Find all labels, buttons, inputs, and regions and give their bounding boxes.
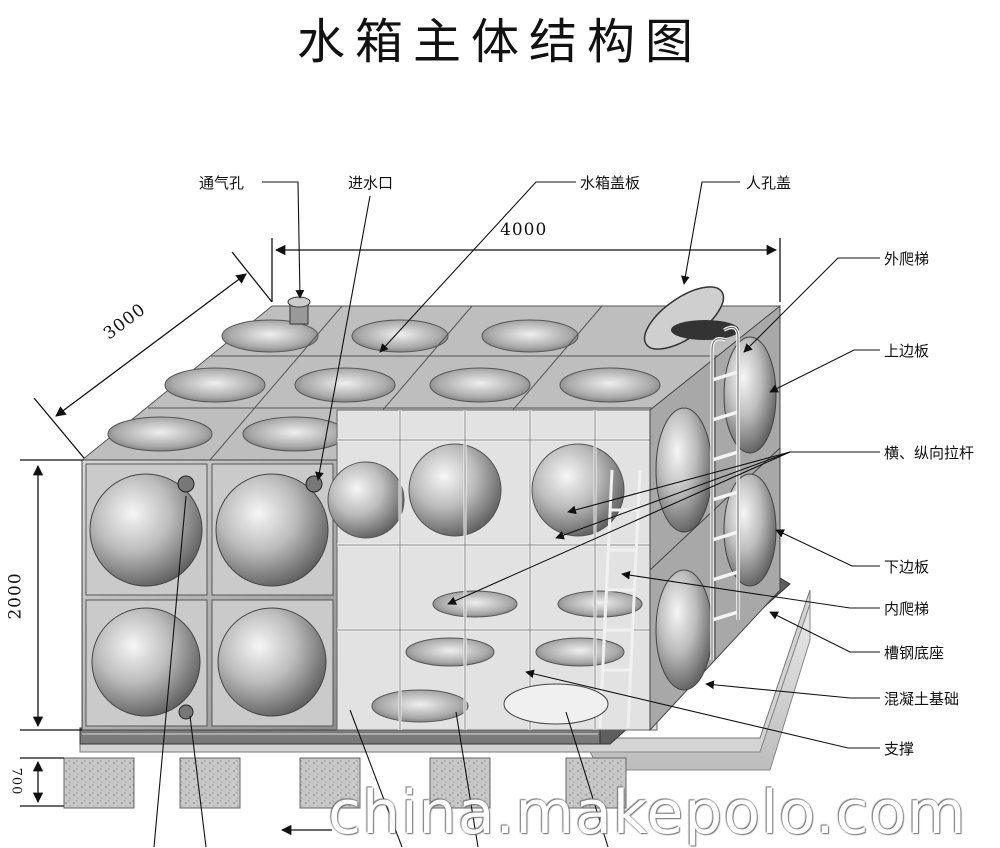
label-concrete-foundation: 混凝土基础 — [884, 690, 960, 708]
label-channel-steel-base: 槽钢底座 — [884, 644, 945, 662]
label-vent-hole: 通气孔 — [199, 174, 245, 192]
label-inner-ladder: 内爬梯 — [884, 600, 930, 618]
diagram-title: 水箱主体结构图 — [296, 14, 703, 70]
dimension-length: 4000 — [500, 220, 548, 240]
label-lower-panel: 下边板 — [884, 558, 930, 576]
label-support: 支撑 — [884, 740, 915, 758]
label-manhole-cover: 人孔盖 — [746, 174, 792, 192]
label-outer-ladder: 外爬梯 — [884, 250, 930, 268]
front-wall-panels — [81, 459, 338, 731]
concrete-foundation — [63, 589, 811, 809]
tank-interior-cutaway — [327, 409, 658, 731]
label-upper-panel: 上边板 — [884, 342, 930, 360]
label-tie-rods: 横、纵向拉杆 — [884, 444, 975, 462]
label-tank-cover: 水箱盖板 — [580, 174, 641, 192]
watermark: china.makepolo.com — [328, 778, 967, 848]
dimension-base-height: 700 — [8, 767, 24, 796]
dimension-lines — [20, 238, 781, 836]
label-water-inlet: 进水口 — [348, 174, 394, 192]
dimension-height: 2000 — [5, 572, 26, 620]
leader-lines — [153, 181, 880, 847]
side-wall-panels — [649, 304, 781, 732]
